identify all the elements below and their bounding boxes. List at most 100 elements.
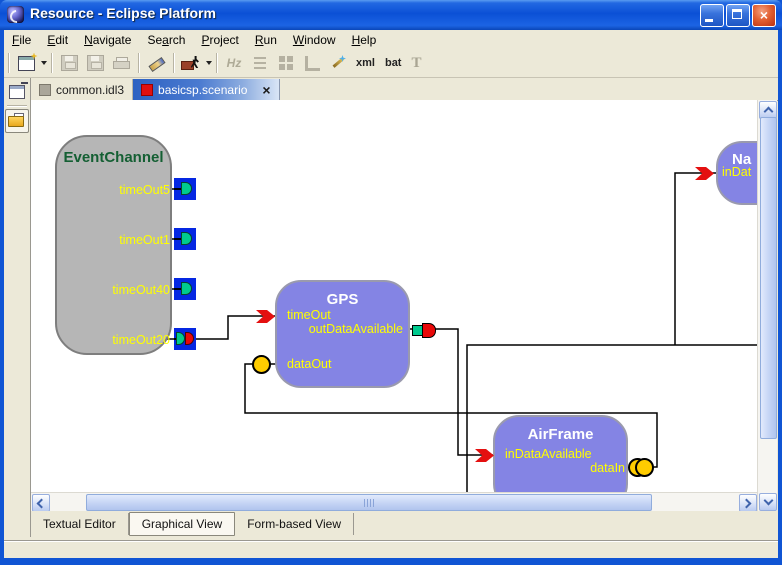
toolbar-separator: [8, 53, 9, 73]
print-button[interactable]: [109, 52, 133, 74]
tab-graphical-view[interactable]: Graphical View: [128, 512, 236, 536]
scroll-right-button[interactable]: [739, 494, 757, 512]
port-label-gps-timeout[interactable]: timeOut: [287, 308, 331, 322]
toolbar-separator: [51, 53, 52, 73]
xml-button[interactable]: xml: [356, 57, 375, 69]
port-label-timeout1[interactable]: timeOut1: [119, 233, 170, 247]
diagram-canvas[interactable]: EventChannel timeOut5 timeOut1 timeOut40…: [31, 100, 757, 492]
port-label-timeout5[interactable]: timeOut5: [119, 183, 170, 197]
wire-timeout20-gps: [191, 315, 275, 340]
port-label-indataavailable[interactable]: inDataAvailable: [505, 447, 592, 461]
port-label-timeout20[interactable]: timeOut20: [112, 333, 170, 347]
port-icon-outdataavailable[interactable]: [412, 323, 438, 338]
text-tool-button[interactable]: T: [407, 52, 425, 74]
port-icon-gps-timeout[interactable]: [256, 310, 275, 323]
node-nav[interactable]: Na: [716, 141, 757, 205]
node-eventchannel[interactable]: EventChannel: [55, 135, 172, 355]
save-as-button[interactable]: [83, 52, 107, 74]
maximize-button[interactable]: [726, 4, 750, 27]
titlebar[interactable]: Resource - Eclipse Platform ×: [0, 0, 782, 30]
tab-textual-editor[interactable]: Textual Editor: [31, 513, 129, 535]
node-title: GPS: [326, 291, 359, 308]
new-wizard-button[interactable]: [14, 52, 38, 74]
menu-edit[interactable]: Edit: [47, 32, 69, 47]
editor-tabbar: common.idl3 basicsp.scenario ×: [31, 78, 778, 101]
scroll-left-button[interactable]: [32, 494, 50, 512]
horizontal-scroll-thumb[interactable]: [86, 494, 652, 511]
wand-button[interactable]: [326, 52, 350, 74]
scroll-down-button[interactable]: [759, 493, 777, 511]
save-as-icon: [86, 55, 104, 71]
port-label-timeout40[interactable]: timeOut40: [112, 283, 170, 297]
vertical-scrollbar[interactable]: [757, 100, 777, 511]
minimize-button[interactable]: [700, 4, 724, 27]
port-icon-nav-indata[interactable]: [695, 167, 714, 180]
port-icon-dataout[interactable]: [252, 355, 271, 374]
save-button[interactable]: [57, 52, 81, 74]
outline-button[interactable]: [248, 52, 272, 74]
tab-close-icon[interactable]: ×: [262, 81, 271, 98]
eclipse-app-icon: [7, 6, 24, 23]
toolbar-separator: [216, 53, 217, 73]
perspective-separator: [7, 105, 27, 106]
run-last-tool-button[interactable]: [179, 52, 203, 74]
node-airframe[interactable]: AirFrame: [493, 415, 628, 492]
corner-button[interactable]: [300, 52, 324, 74]
menu-project[interactable]: Project: [201, 32, 239, 47]
tab-basicsp-scenario[interactable]: basicsp.scenario ×: [133, 79, 280, 100]
port-icon-timeout1[interactable]: [174, 228, 196, 250]
menu-window[interactable]: Window: [292, 32, 336, 47]
view-tabbar: Textual Editor Graphical View Form-based…: [31, 511, 778, 537]
open-perspective-button[interactable]: [6, 81, 28, 103]
resource-perspective-button[interactable]: [5, 109, 29, 133]
wire-nav-branch: [674, 172, 716, 345]
menu-run[interactable]: Run: [254, 32, 277, 47]
new-wizard-icon: [17, 55, 35, 71]
port-label-datain[interactable]: dataIn: [590, 461, 625, 475]
tab-form-based-view[interactable]: Form-based View: [235, 513, 355, 535]
vertical-scroll-thumb[interactable]: [760, 117, 777, 439]
tab-label: common.idl3: [56, 82, 125, 97]
port-icon-datain[interactable]: [635, 458, 654, 477]
menu-file[interactable]: File: [12, 32, 32, 47]
status-bar: [4, 540, 778, 558]
toolbar: Hz xml bat T: [4, 49, 778, 78]
node-title: Na: [732, 151, 752, 168]
hz-button[interactable]: Hz: [222, 52, 246, 74]
text-tool-icon: T: [411, 54, 422, 71]
save-icon: [60, 55, 78, 71]
port-label-nav-indata[interactable]: inDat: [722, 165, 752, 179]
node-gps[interactable]: GPS: [275, 280, 410, 388]
tab-common-idl3[interactable]: common.idl3: [31, 79, 134, 100]
grid-button[interactable]: [274, 52, 298, 74]
port-label-dataout[interactable]: dataOut: [287, 357, 332, 371]
close-button[interactable]: ×: [752, 4, 776, 27]
port-icon-timeout20[interactable]: [174, 328, 196, 350]
port-label-outdataavailable[interactable]: outDataAvailable: [308, 322, 403, 336]
resource-perspective-icon: [8, 113, 25, 127]
hz-icon: Hz: [226, 56, 242, 70]
file-icon: [39, 83, 51, 96]
menu-search[interactable]: Search: [147, 32, 186, 47]
scenario-file-icon: [141, 83, 154, 96]
port-icon-indataavailable[interactable]: [475, 449, 494, 462]
port-icon-timeout40[interactable]: [174, 278, 196, 300]
annotate-button[interactable]: [144, 52, 168, 74]
menu-navigate[interactable]: Navigate: [84, 32, 132, 47]
corner-icon: [304, 55, 320, 71]
run-tool-dropdown[interactable]: [206, 61, 212, 65]
perspective-bar: [4, 78, 31, 537]
run-tool-icon: [181, 55, 201, 71]
port-icon-timeout5[interactable]: [174, 178, 196, 200]
print-icon: [113, 57, 130, 69]
editor-separator: [30, 78, 31, 537]
grid-icon: [279, 56, 293, 70]
window-title: Resource - Eclipse Platform: [30, 5, 216, 21]
menu-help[interactable]: Help: [351, 32, 377, 47]
new-wizard-dropdown[interactable]: [41, 61, 47, 65]
wand-icon: [330, 55, 346, 71]
horizontal-scrollbar[interactable]: [31, 492, 757, 512]
bat-button[interactable]: bat: [384, 57, 402, 69]
wire-riser: [466, 344, 757, 492]
pen-icon: [147, 55, 165, 71]
